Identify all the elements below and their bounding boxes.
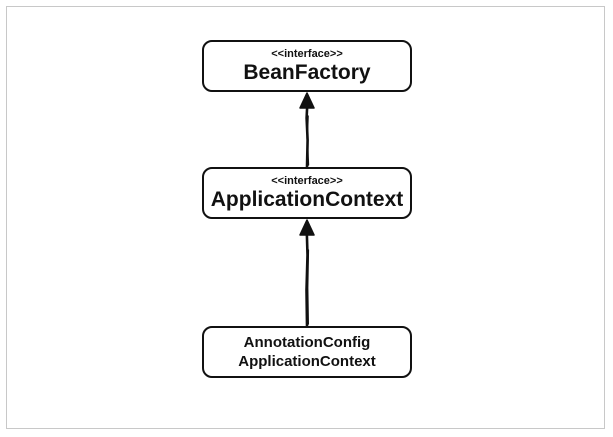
node-title: ApplicationContext: [210, 187, 404, 211]
node-title-line-2: ApplicationContext: [238, 353, 376, 370]
node-title-line-1: AnnotationConfig: [243, 334, 371, 351]
node-stereotype: <<interface>>: [271, 174, 343, 187]
node-beanfactory: <<interface>> BeanFactory: [202, 40, 412, 92]
node-annotationconfig-applicationcontext: AnnotationConfig ApplicationContext: [202, 326, 412, 378]
node-stereotype: <<interface>>: [271, 47, 343, 60]
node-applicationcontext: <<interface>> ApplicationContext: [202, 167, 412, 219]
node-title: BeanFactory: [243, 60, 371, 84]
